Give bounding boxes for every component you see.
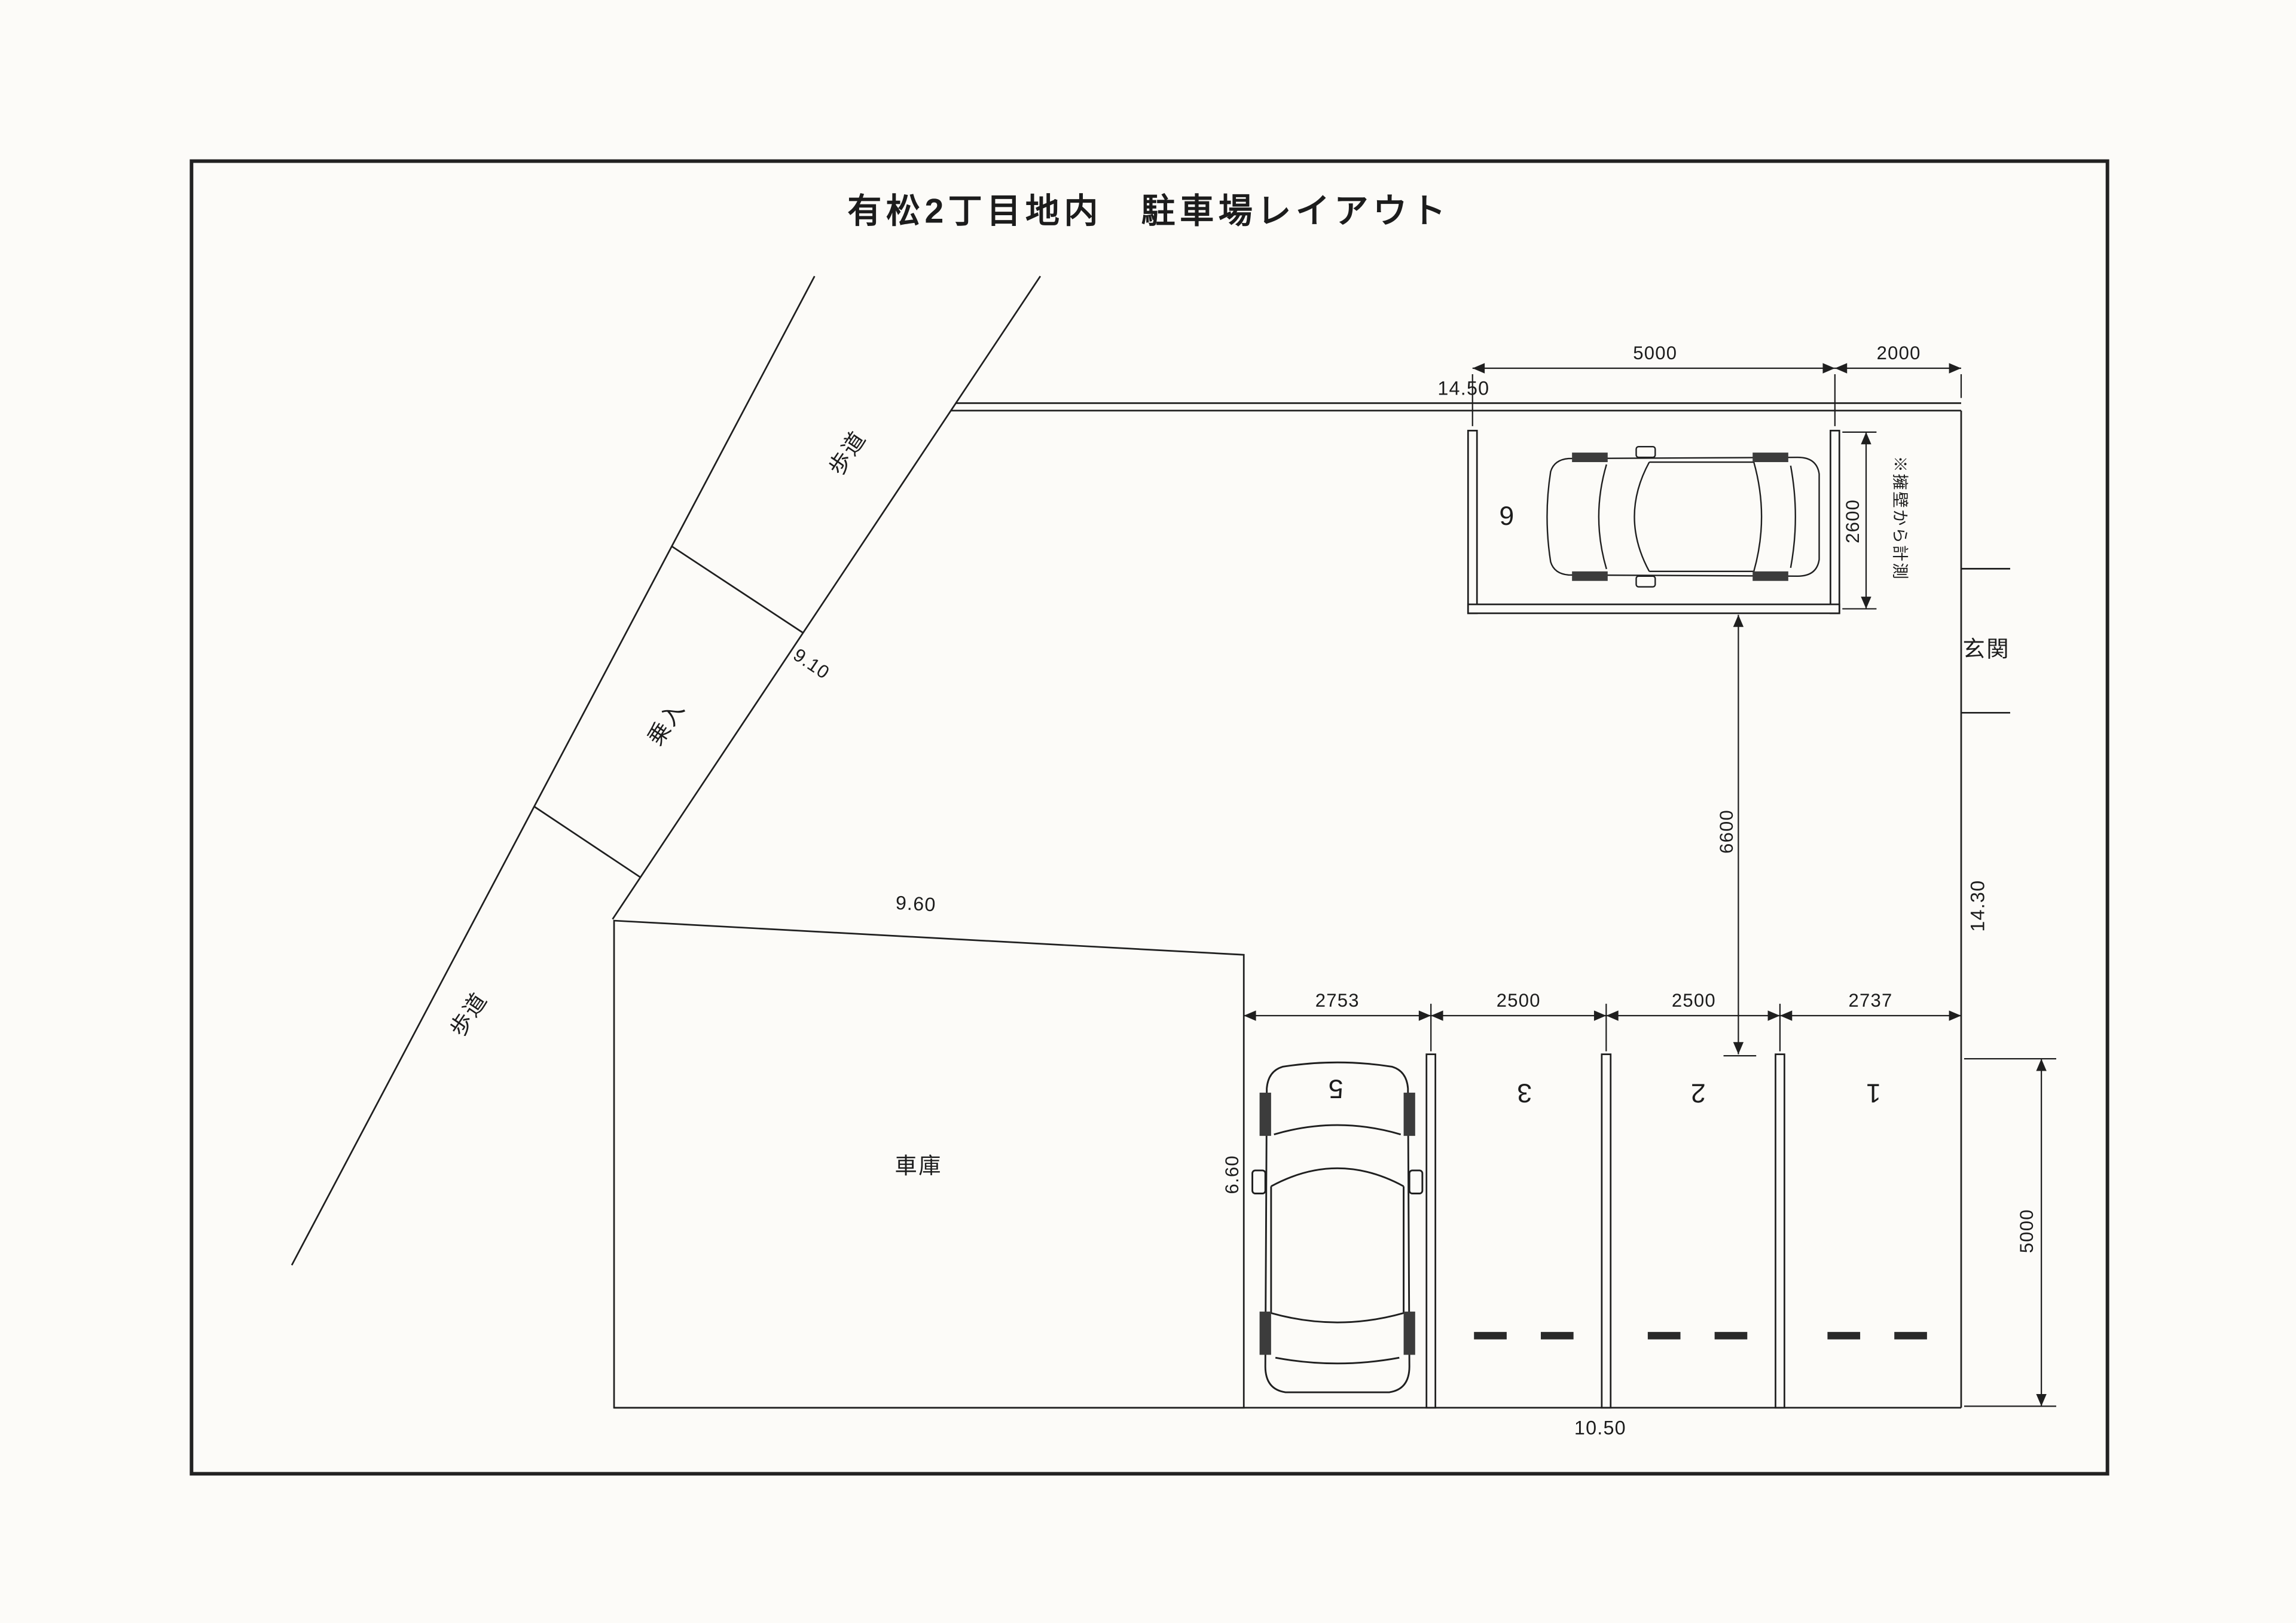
row-divider-3 — [1775, 1053, 1785, 1409]
space6-east-offset-dim: 2000 — [1877, 343, 1921, 363]
sidewalk-lower-label: 歩道 — [445, 988, 492, 1041]
space2-width-dim: 2500 — [1672, 990, 1716, 1011]
row-depth-dimension: 5000 — [1964, 1057, 2056, 1407]
road-left-edge — [291, 276, 816, 1266]
wheel-stop — [1474, 1332, 1507, 1340]
space1-width-dim: 2737 — [1848, 990, 1892, 1011]
east-side-dim: 14.30 — [1967, 880, 1988, 932]
road-divider-upper — [671, 545, 804, 634]
space6-width-dimension: 2600 ※擁壁から計測 — [1842, 431, 1910, 610]
garage-label: 車庫 — [894, 1153, 942, 1178]
clearance-dim: 6600 — [1716, 809, 1737, 854]
road-right-edge — [612, 276, 1042, 920]
clearance-dimension: 6600 — [1716, 615, 1757, 1057]
space2-number: 2 — [1691, 1078, 1706, 1108]
car-space-5 — [1251, 1061, 1424, 1393]
space6-measure-note: ※擁壁から計測 — [1891, 456, 1910, 581]
row-total-dim: 10.50 — [1574, 1417, 1626, 1439]
lot-boundary: 14.50 玄関 14.30 10.50 — [614, 378, 2010, 1439]
space6-left-wall — [1467, 429, 1478, 615]
wheel-stop — [1541, 1332, 1574, 1340]
north-wall-dim: 14.50 — [1437, 378, 1489, 399]
space1-number: 1 — [1866, 1078, 1881, 1108]
row-depth-dim: 5000 — [2016, 1209, 2037, 1253]
space5-width-dim: 2753 — [1315, 990, 1360, 1011]
space6-width-dim: 2600 — [1842, 499, 1863, 543]
garage-outline — [613, 919, 1245, 1409]
space6-length-dim: 5000 — [1633, 343, 1677, 363]
space6-top-dimension: 5000 2000 — [1471, 343, 1962, 426]
wheel-stop — [1894, 1332, 1927, 1340]
wheel-stop — [1827, 1332, 1861, 1340]
space6-bottom-wall — [1467, 603, 1840, 615]
entrance-label: 玄関 — [1962, 637, 2010, 662]
wheel-stop — [1647, 1332, 1681, 1340]
parking-row: 5 3 2 1 2753 2500 2500 2737 5000 — [1244, 990, 2056, 1409]
space6-number: 6 — [1499, 500, 1514, 530]
garage-area: 車庫 9.60 6.60 — [613, 892, 1245, 1409]
drawing-title: 有松2丁目地内 駐車場レイアウト — [847, 192, 1450, 231]
driveway-label: 乗入 — [642, 696, 689, 750]
road-width-dim: 9.10 — [789, 644, 833, 684]
space3-width-dim: 2500 — [1497, 990, 1541, 1011]
row-divider-2 — [1601, 1053, 1612, 1409]
sidewalk-upper-label: 歩道 — [823, 426, 871, 479]
parking-space-6: 6 5000 2000 2600 ※擁壁から計測 6600 — [1467, 343, 1962, 1057]
space6-right-wall — [1830, 429, 1840, 615]
wheel-stop — [1714, 1332, 1748, 1340]
drawing-frame — [190, 159, 2109, 1476]
space5-number: 5 — [1329, 1074, 1344, 1103]
space3-number: 3 — [1517, 1078, 1532, 1108]
car-space-6 — [1546, 445, 1820, 588]
garage-frontage-dim: 9.60 — [895, 892, 937, 915]
garage-depth-dim: 6.60 — [1222, 1155, 1242, 1194]
row-divider-1 — [1425, 1053, 1437, 1409]
road-divider-lower — [533, 805, 642, 879]
row-width-dimension: 2753 2500 2500 2737 — [1244, 990, 1961, 1052]
road-band: 歩道 乗入 歩道 9.10 — [291, 276, 1042, 1266]
